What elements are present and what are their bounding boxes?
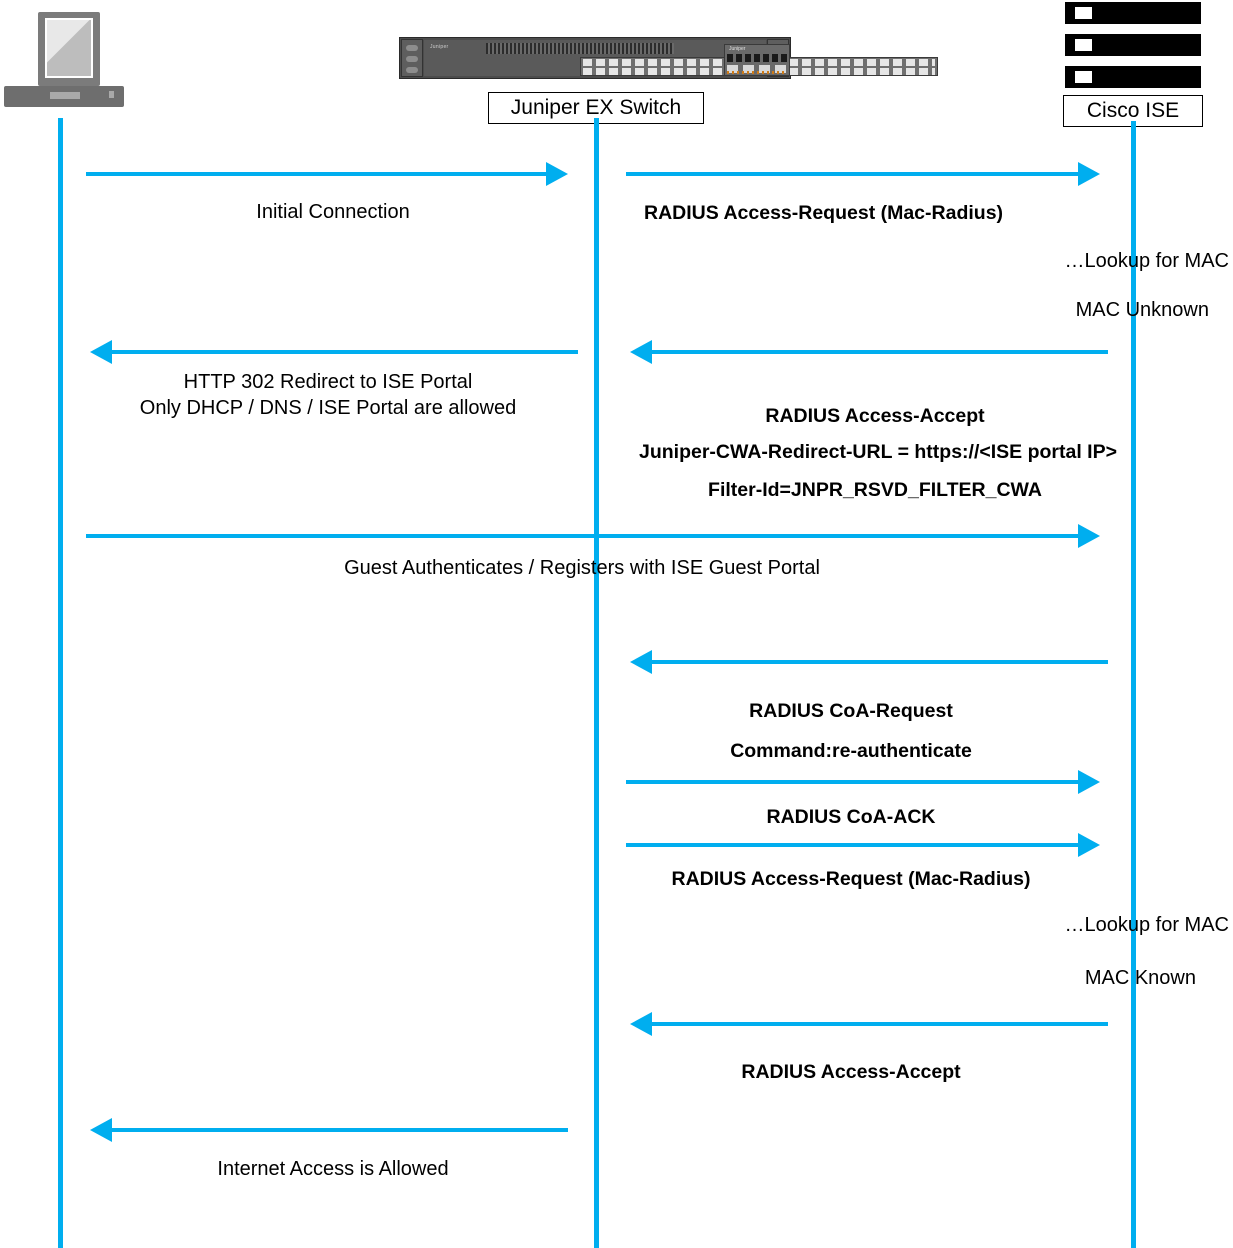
laptop-screen bbox=[47, 20, 91, 76]
message-label-cwa-redirect-url: Juniper-CWA-Redirect-URL = https://<ISE … bbox=[639, 441, 1117, 463]
switch-port-group-2 bbox=[760, 57, 938, 76]
lifeline-ise bbox=[1131, 121, 1136, 1248]
message-arrow-radius-access-accept-2 bbox=[652, 1022, 1108, 1026]
message-label-radius-coa-request: RADIUS CoA-Request bbox=[749, 700, 953, 722]
message-arrow-http-302-redirect bbox=[112, 350, 578, 354]
arrow-head-left-icon bbox=[630, 1012, 652, 1036]
switch-brand-text: Juniper bbox=[430, 44, 449, 50]
laptop-icon bbox=[4, 12, 126, 107]
message-label-radius-access-request-1: RADIUS Access-Request (Mac-Radius) bbox=[644, 202, 1004, 224]
message-label-guest-authenticates: Guest Authenticates / Registers with ISE… bbox=[344, 557, 820, 579]
note-mac-known: MAC Known bbox=[1084, 967, 1196, 989]
message-arrow-radius-coa-ack bbox=[626, 780, 1078, 784]
arrow-head-left-icon bbox=[90, 1118, 112, 1142]
message-label-http-302-redirect: HTTP 302 Redirect to ISE Portal bbox=[183, 371, 473, 393]
message-arrow-radius-access-request-2 bbox=[626, 843, 1078, 847]
switch-uplink-logo: Juniper bbox=[729, 46, 746, 52]
server-unit bbox=[1065, 2, 1201, 24]
arrow-head-right-icon bbox=[1078, 162, 1100, 186]
arrow-head-right-icon bbox=[1078, 770, 1100, 794]
message-label-filter-id: Filter-Id=JNPR_RSVD_FILTER_CWA bbox=[708, 479, 1042, 501]
arrow-head-right-icon bbox=[1078, 833, 1100, 857]
arrow-head-right-icon bbox=[546, 162, 568, 186]
switch-chassis: Juniper Juniper bbox=[424, 40, 938, 76]
arrow-head-left-icon bbox=[630, 340, 652, 364]
server-stack-icon bbox=[1065, 2, 1201, 90]
switch-rack-ear-left bbox=[401, 39, 423, 77]
message-label-radius-access-accept-2: RADIUS Access-Accept bbox=[741, 1061, 961, 1083]
message-arrow-radius-access-accept-1 bbox=[652, 350, 1108, 354]
note-lookup-for-mac-1: …Lookup for MAC bbox=[1064, 250, 1229, 272]
message-arrow-radius-access-request-1 bbox=[626, 172, 1078, 176]
message-arrow-initial-connection bbox=[86, 172, 546, 176]
message-label-allowed-services: Only DHCP / DNS / ISE Portal are allowed bbox=[139, 397, 517, 419]
note-mac-unknown: MAC Unknown bbox=[1075, 299, 1209, 321]
laptop-power-dot bbox=[109, 91, 114, 98]
server-led bbox=[1075, 7, 1092, 19]
switch-vent-strip bbox=[486, 43, 674, 54]
arrow-head-left-icon bbox=[630, 650, 652, 674]
lifeline-switch bbox=[594, 118, 599, 1248]
switch-uplink-module: Juniper bbox=[724, 44, 790, 76]
message-label-coa-command: Command:re-authenticate bbox=[730, 740, 972, 762]
laptop-touchpad bbox=[50, 92, 80, 99]
server-led bbox=[1075, 71, 1092, 83]
message-arrow-radius-coa-request bbox=[652, 660, 1108, 664]
server-led bbox=[1075, 39, 1092, 51]
lifeline-client bbox=[58, 118, 63, 1248]
message-arrow-guest-authenticates bbox=[86, 534, 1078, 538]
server-unit bbox=[1065, 66, 1201, 88]
message-label-radius-access-request-2: RADIUS Access-Request (Mac-Radius) bbox=[671, 868, 1031, 890]
message-label-radius-access-accept-1: RADIUS Access-Accept bbox=[765, 405, 985, 427]
message-label-initial-connection: Initial Connection bbox=[256, 201, 410, 223]
message-arrow-internet-access-allowed bbox=[112, 1128, 568, 1132]
network-switch-icon: Juniper Juniper bbox=[399, 37, 938, 79]
note-lookup-for-mac-2: …Lookup for MAC bbox=[1064, 914, 1229, 936]
server-unit bbox=[1065, 34, 1201, 56]
message-label-radius-coa-ack: RADIUS CoA-ACK bbox=[766, 806, 936, 828]
message-label-internet-access-allowed: Internet Access is Allowed bbox=[217, 1158, 449, 1180]
arrow-head-left-icon bbox=[90, 340, 112, 364]
arrow-head-right-icon bbox=[1078, 524, 1100, 548]
